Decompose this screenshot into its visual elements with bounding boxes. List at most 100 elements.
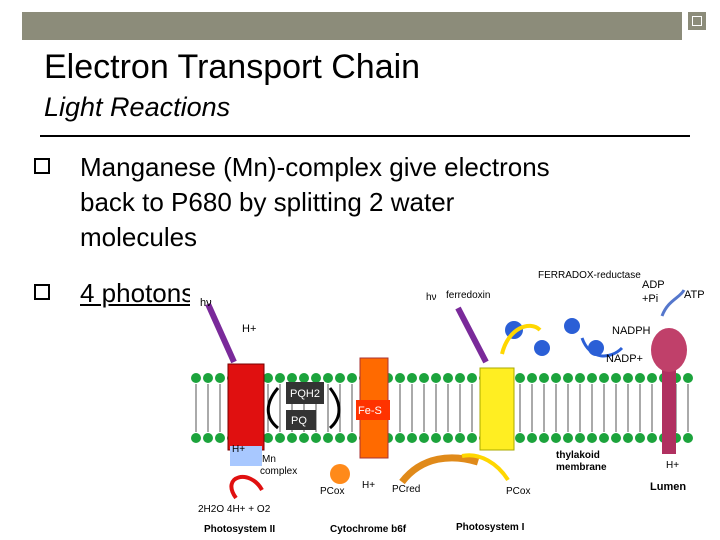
lipid-head (443, 433, 453, 443)
cytochrome-b6f-label: Cytochrome b6f (330, 524, 407, 535)
lipid-head (215, 373, 225, 383)
pc-red-label: PCred (392, 484, 420, 495)
lipid-head (527, 373, 537, 383)
nadp-label: NADP+ (606, 353, 643, 365)
lipid-head (419, 433, 429, 443)
lipid-head (335, 433, 345, 443)
lipid-head (287, 373, 297, 383)
pc-ox-2-label: PCox (506, 486, 530, 497)
lipid-head (215, 433, 225, 443)
pqh2-label: PQH2 (290, 388, 320, 400)
lipid-head (407, 433, 417, 443)
atp-label: ATP (684, 289, 705, 301)
lipid-head (587, 433, 597, 443)
pc-ox-label: PCox (320, 486, 344, 497)
lipid-head (599, 373, 609, 383)
ferredoxin-carrier (564, 318, 580, 334)
lipid-head (647, 373, 657, 383)
lipid-head (395, 373, 405, 383)
lipid-head (263, 373, 273, 383)
lipid-head (323, 373, 333, 383)
lipid-head (539, 433, 549, 443)
lipid-head (467, 433, 477, 443)
photosystem-ii-label: Photosystem II (204, 524, 275, 535)
pq-box (286, 410, 316, 430)
lipid-head (539, 373, 549, 383)
pc-to-ps1-arrow (461, 453, 510, 482)
lipid-head (299, 433, 309, 443)
bullet-text-2: 4 photons (80, 276, 194, 311)
atp-synthase-stalk (662, 364, 676, 454)
fnr-reductase-label: FERRADOX-reductase (538, 270, 641, 281)
lipid-head (647, 433, 657, 443)
thylakoid-membrane (190, 373, 693, 443)
lipid-head (431, 373, 441, 383)
lipid-head (515, 433, 525, 443)
photosystem-i-complex (479, 367, 515, 451)
proton-right-label: H+ (666, 460, 679, 471)
fes-label: Fe-S (358, 405, 382, 417)
top-decoration-bar (22, 12, 682, 40)
pc-transfer-arrow (399, 454, 480, 485)
proton-top-label: H+ (242, 323, 256, 335)
bullet-2-line-1: 4 photons (80, 278, 195, 308)
water-splitting-arrow (229, 474, 264, 500)
lipid-head (395, 433, 405, 443)
light-hv-label: hν (200, 297, 212, 309)
bullet-square-icon (34, 158, 50, 174)
lipid-head (431, 433, 441, 443)
lipid-head (311, 373, 321, 383)
light-hv-label-2: hν (426, 292, 437, 303)
lipid-head (683, 373, 693, 383)
electron-flow-arrow (500, 324, 542, 355)
lipid-head (347, 433, 357, 443)
bullet-1-line-1: Manganese (Mn)-complex give electrons (80, 152, 550, 182)
lipid-head (551, 433, 561, 443)
bullet-square-icon (34, 284, 50, 300)
lipid-head (299, 373, 309, 383)
lipid-head (575, 433, 585, 443)
lipid-head (563, 433, 573, 443)
atp-synthase-head (651, 328, 687, 372)
pq-cycle-arrow-left (266, 387, 280, 430)
mn-complex-block (230, 446, 262, 466)
mn-complex-label: complex (260, 466, 297, 477)
lipid-head (191, 433, 201, 443)
fes-box (356, 400, 390, 420)
slide-subtitle: Light Reactions (44, 92, 231, 122)
lipid-head (623, 433, 633, 443)
membrane-label: membrane (556, 462, 607, 473)
lipid-head (575, 373, 585, 383)
proton-mid-label: H+ (362, 480, 375, 491)
lipid-head (347, 373, 357, 383)
lipid-head (635, 433, 645, 443)
pq-label: PQ (291, 415, 307, 427)
light-arrow-ps1 (455, 306, 489, 364)
atp-product-arrow (660, 289, 686, 317)
photosystem-ii-complex (227, 363, 265, 451)
lipid-head (335, 373, 345, 383)
lipid-head (635, 373, 645, 383)
plastocyanin-ox (330, 464, 350, 484)
lipid-head (263, 433, 273, 443)
pqh2-box (286, 382, 324, 404)
ferredoxin-carrier (534, 340, 550, 356)
lipid-head (587, 373, 597, 383)
lipid-head (551, 373, 561, 383)
lipid-head (323, 433, 333, 443)
electron-transport-diagram: hν H+ hν ferredoxin FERRADOX-reductase A… (190, 268, 716, 538)
light-arrow-ps2 (205, 302, 237, 364)
title-divider (40, 135, 690, 137)
lipid-head (203, 373, 213, 383)
lipid-head (443, 373, 453, 383)
ferredoxin-label: ferredoxin (446, 290, 490, 301)
water-equation-label: 2H2O 4H+ + O2 (198, 504, 271, 515)
lipid-head (467, 373, 477, 383)
lipid-head (563, 373, 573, 383)
lipid-head (191, 373, 201, 383)
lipid-head (275, 433, 285, 443)
membrane-core (190, 378, 690, 438)
pq-cycle-arrow-right (328, 387, 341, 430)
lipid-head (599, 433, 609, 443)
pi-label: +Pi (642, 293, 658, 305)
